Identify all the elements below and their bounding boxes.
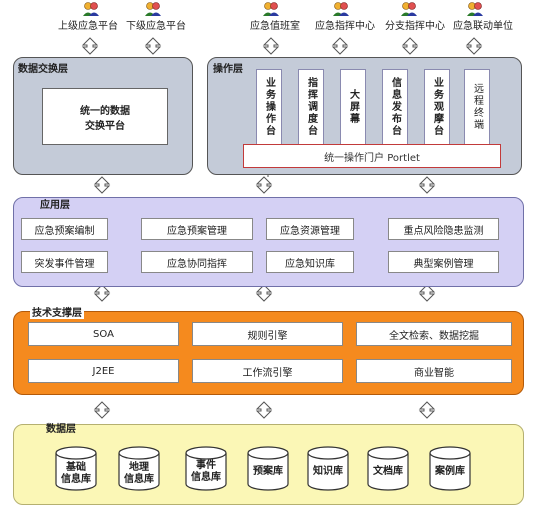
app-knowledge-base: 应急知识库 [266, 251, 354, 273]
tech-workflow-engine: 工作流引擎 [192, 359, 343, 383]
data-exchange-platform: 统一的数据 交换平台 [42, 88, 168, 145]
source-label-duty-room: 应急值班室 [250, 21, 300, 32]
station-dispatch-console: 指挥调度台 [298, 69, 324, 145]
app-risk-monitoring: 重点风险隐患监测 [388, 218, 499, 240]
app-case-management: 典型案例管理 [388, 251, 499, 273]
db-case: 案例库 [435, 466, 465, 477]
platform-line2: 交换平台 [85, 120, 125, 132]
tech-business-intelligence: 商业智能 [356, 359, 512, 383]
db-basic-info: 基础 信息库 [61, 462, 91, 485]
app-incident-management: 突发事件管理 [21, 251, 108, 273]
station-observation: 业务观摩台 [424, 69, 450, 145]
app-plan-editing: 应急预案编制 [21, 218, 108, 240]
source-label-branch-center: 分支指挥中心 [385, 21, 445, 32]
tech-rule-engine: 规则引擎 [192, 322, 343, 346]
source-label-command-center: 应急指挥中心 [315, 21, 375, 32]
platform-line1: 统一的数据 [80, 105, 130, 117]
app-resource-management: 应急资源管理 [266, 218, 354, 240]
tech-j2ee: J2EE [28, 359, 179, 383]
db-knowledge: 知识库 [313, 466, 343, 477]
tech-support-layer-title: 技术支撑层 [30, 304, 84, 319]
station-remote-terminal: 远程终端 [464, 69, 490, 145]
data-layer-title: 数据层 [46, 424, 76, 435]
source-label-linkage-unit: 应急联动单位 [453, 21, 513, 32]
data-exchange-layer-title: 数据交换层 [18, 64, 68, 75]
app-plan-management: 应急预案管理 [141, 218, 253, 240]
source-label-lower-platform: 下级应急平台 [126, 21, 186, 32]
application-layer-title: 应用层 [40, 200, 70, 211]
station-info-release: 信息发布台 [382, 69, 408, 145]
db-event-info: 事件 信息库 [191, 460, 221, 483]
db-plan: 预案库 [253, 466, 283, 477]
station-business-console: 业务操作台 [256, 69, 282, 145]
db-geo-info: 地理 信息库 [124, 462, 154, 485]
tech-soa: SOA [28, 322, 179, 346]
operation-portal: 统一操作门户 Portlet [243, 144, 501, 168]
tech-search-mining: 全文检索、数据挖掘 [356, 322, 512, 346]
db-document: 文档库 [373, 466, 403, 477]
operation-layer-title: 操作层 [213, 64, 243, 75]
app-collaborative-command: 应急协同指挥 [141, 251, 253, 273]
source-label-upper-platform: 上级应急平台 [58, 21, 118, 32]
